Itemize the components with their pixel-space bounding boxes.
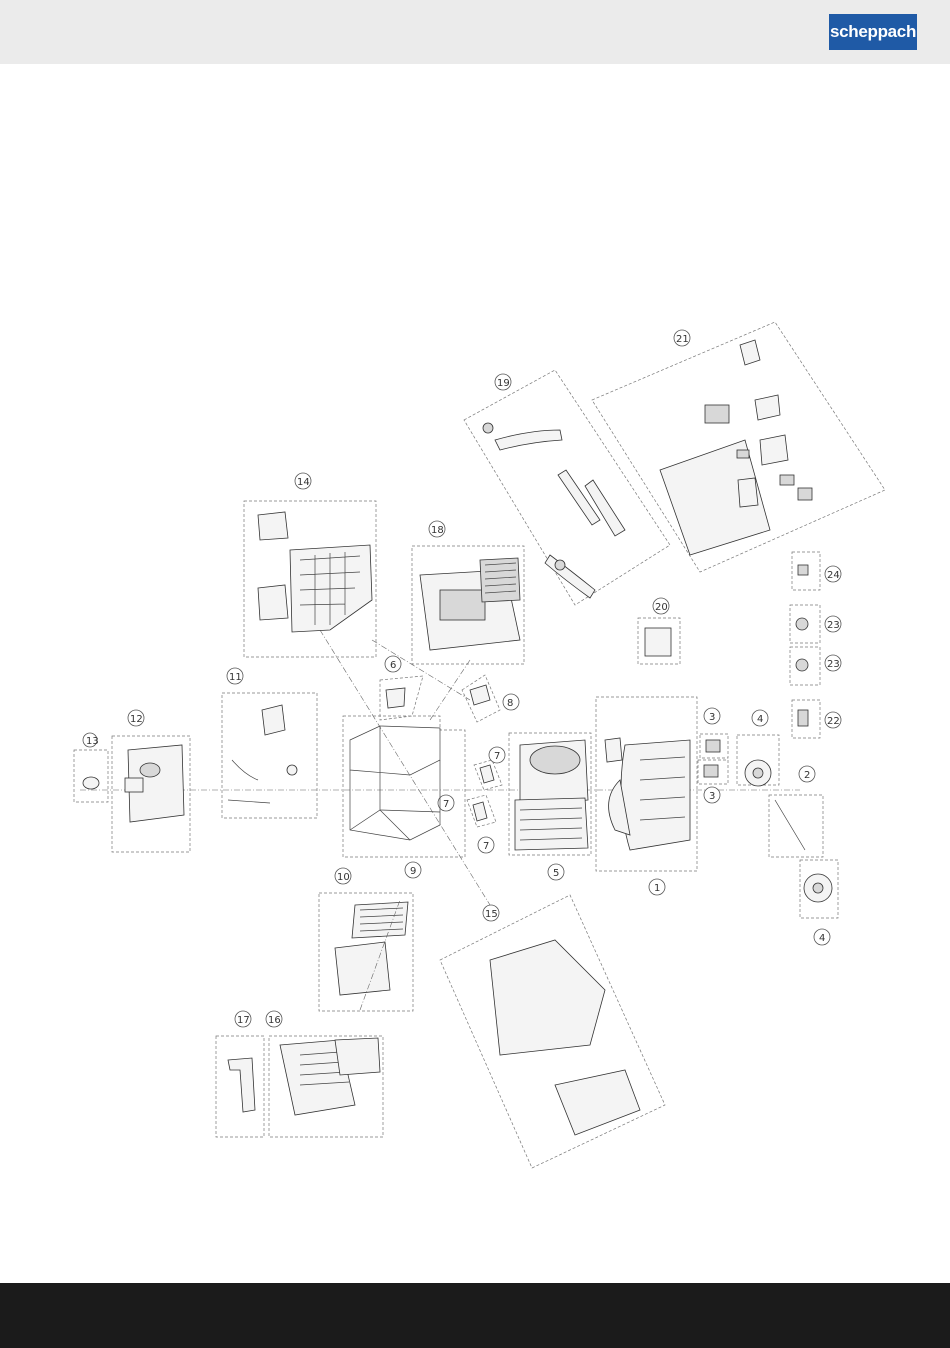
label-13: 13 bbox=[86, 736, 99, 747]
assembly-13: 13 bbox=[74, 733, 108, 802]
label-8: 8 bbox=[507, 698, 513, 709]
label-17: 17 bbox=[237, 1015, 250, 1026]
assembly-2: 2 bbox=[769, 766, 823, 857]
label-4-lower: 4 bbox=[819, 933, 825, 944]
assembly-8: 8 bbox=[462, 675, 519, 722]
label-3-lower: 3 bbox=[709, 791, 715, 802]
label-7-middle: 7 bbox=[443, 799, 449, 810]
assembly-10: 10 bbox=[319, 868, 413, 1011]
label-5: 5 bbox=[553, 868, 559, 879]
assembly-23-upper: 23 bbox=[790, 605, 841, 643]
assembly-7-lower: 7 bbox=[467, 795, 496, 853]
assembly-3-upper: 3 bbox=[700, 708, 728, 758]
label-2: 2 bbox=[804, 770, 810, 781]
leader-line bbox=[430, 660, 470, 720]
assembly-6: 6 bbox=[380, 656, 423, 720]
label-21: 21 bbox=[676, 334, 689, 345]
label-10: 10 bbox=[337, 872, 350, 883]
label-4-upper: 4 bbox=[757, 714, 763, 725]
label-24: 24 bbox=[827, 570, 840, 581]
assembly-4-lower: 4 bbox=[800, 860, 838, 945]
label-16: 16 bbox=[268, 1015, 281, 1026]
label-9: 9 bbox=[410, 866, 416, 877]
assembly-16: 16 bbox=[266, 1011, 383, 1137]
assembly-21: 21 bbox=[592, 322, 885, 572]
label-19: 19 bbox=[497, 378, 510, 389]
label-12: 12 bbox=[130, 714, 143, 725]
assembly-4-upper: 4 bbox=[737, 710, 779, 786]
label-15: 15 bbox=[485, 909, 498, 920]
label-22: 22 bbox=[827, 716, 840, 727]
page-footer bbox=[0, 1283, 950, 1348]
label-23-lower: 23 bbox=[827, 659, 840, 670]
label-14: 14 bbox=[297, 477, 310, 488]
label-7-lower: 7 bbox=[483, 841, 489, 852]
assembly-18: 18 bbox=[412, 521, 524, 664]
assembly-12: 12 bbox=[112, 710, 190, 852]
assembly-5: 5 bbox=[509, 733, 591, 880]
label-3-upper: 3 bbox=[709, 712, 715, 723]
label-1: 1 bbox=[654, 883, 660, 894]
center-axis-diagonal bbox=[320, 630, 490, 905]
assembly-11: 11 bbox=[222, 668, 317, 818]
assembly-20: 20 bbox=[638, 598, 680, 664]
label-23-upper: 23 bbox=[827, 620, 840, 631]
label-7-upper: 7 bbox=[494, 751, 500, 762]
assembly-7-middle: 7 bbox=[438, 795, 454, 811]
label-11: 11 bbox=[229, 672, 242, 683]
assembly-3-lower: 3 bbox=[698, 760, 728, 803]
assembly-15: 15 bbox=[440, 895, 665, 1168]
assembly-24: 24 bbox=[792, 552, 841, 590]
label-20: 20 bbox=[655, 602, 668, 613]
label-6: 6 bbox=[390, 660, 396, 671]
assembly-23-lower: 23 bbox=[790, 647, 841, 685]
assembly-1: 1 bbox=[596, 697, 697, 895]
assembly-7-upper: 7 bbox=[474, 747, 505, 790]
assembly-14: 14 bbox=[244, 473, 376, 657]
label-18: 18 bbox=[431, 525, 444, 536]
assembly-17: 17 bbox=[216, 1011, 264, 1137]
assembly-22: 22 bbox=[792, 700, 841, 738]
